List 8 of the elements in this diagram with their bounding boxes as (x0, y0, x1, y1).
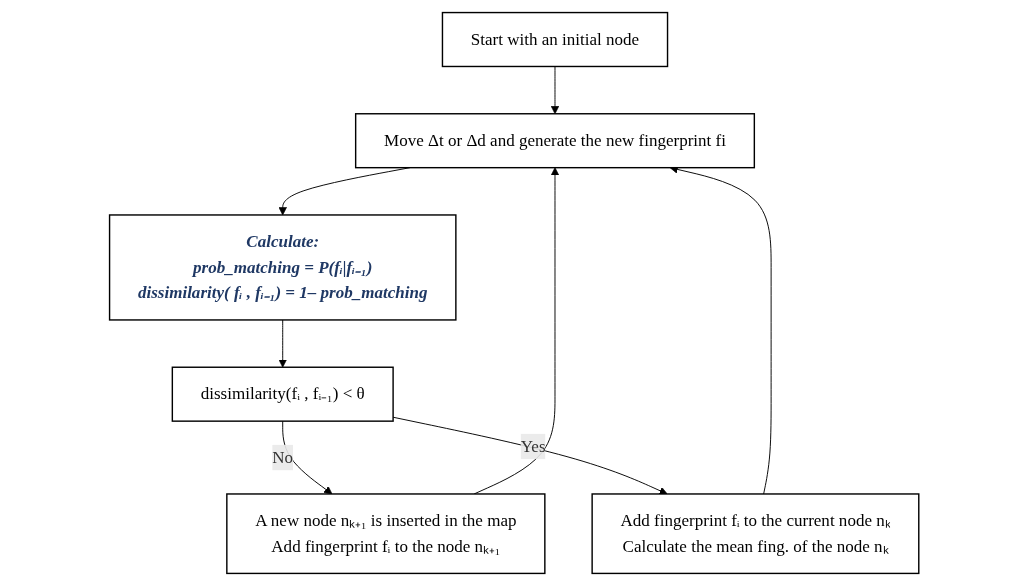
node-box: dissimilarity(fᵢ , fᵢ₋₁) < θ (171, 366, 395, 422)
node-box: Move Δt or Δd and generate the new fingerprint fi (355, 113, 756, 169)
node-box: Start with an initial node (442, 11, 669, 68)
edge-label: Yes (521, 436, 546, 456)
node-box: Add fingerprint fᵢ to the current node nₖ Calculate the mean fing. of the node nₖ (591, 493, 920, 575)
node-box: A new node nₖ₊₁ is inserted in the map Add fingerprint fᵢ to the node nₖ₊₁ (226, 493, 546, 575)
edge-label: No (272, 447, 294, 467)
node-box: Calculate: prob_matching = P(fᵢ|fᵢ₋₁) dissimilarity( fᵢ , fᵢ₋₁) = 1– prob_matching (109, 214, 457, 321)
